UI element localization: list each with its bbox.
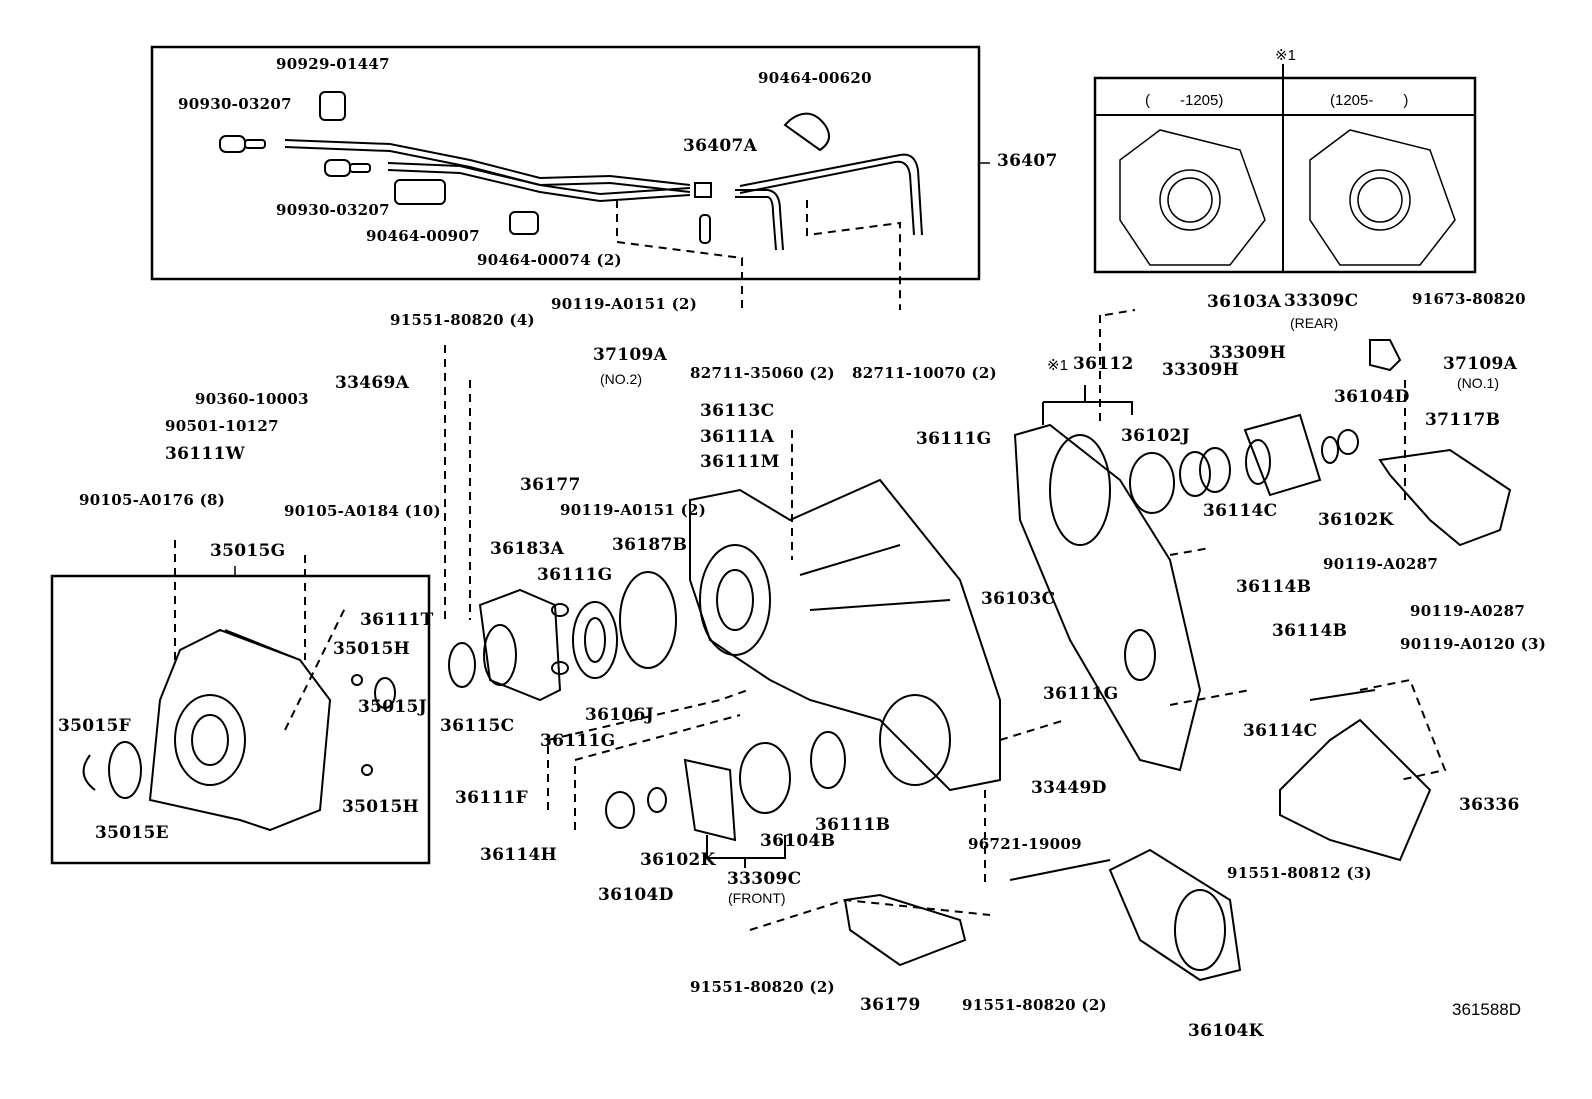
part-label[interactable]: 90119-A0151 (2) (551, 295, 698, 313)
part-label[interactable]: 36114C (1203, 501, 1278, 521)
front-output-parts (605, 731, 846, 868)
part-label[interactable]: 35015H (333, 639, 411, 659)
part-label[interactable]: 37109A (593, 345, 668, 365)
part-note: (REAR) (1290, 315, 1339, 331)
part-label[interactable]: 91551-80820 (2) (690, 978, 835, 996)
mounting-bracket (1279, 718, 1432, 862)
part-label[interactable]: 35015E (95, 823, 169, 843)
heat-shield (1378, 448, 1512, 547)
part-label[interactable]: 36104D (598, 885, 674, 905)
note-marker: ※1 (1047, 357, 1068, 374)
transfer-case-housing (689, 478, 1001, 792)
part-label[interactable]: 91551-80820 (4) (390, 311, 535, 329)
part-label[interactable]: 36102J (1121, 426, 1190, 446)
part-label[interactable]: 36113C (700, 401, 775, 421)
part-label[interactable]: 36111G (537, 565, 613, 585)
part-label[interactable]: 90464-00907 (366, 227, 480, 245)
part-label[interactable]: 35015F (58, 716, 132, 736)
part-note: (FRONT) (728, 890, 786, 906)
part-label[interactable]: 90501-10127 (165, 417, 279, 435)
front-cover-plate (1108, 848, 1242, 982)
oil-pump-cover (448, 571, 677, 702)
part-label[interactable]: 36177 (520, 475, 581, 495)
part-label[interactable]: 91551-80820 (2) (962, 996, 1107, 1014)
part-label[interactable]: 36111B (815, 815, 891, 835)
part-label[interactable]: 82711-10070 (2) (852, 364, 997, 382)
part-label[interactable]: 90105-A0184 (10) (284, 502, 441, 520)
part-label[interactable]: 36183A (490, 539, 565, 559)
part-label[interactable]: 37109A (1443, 354, 1518, 374)
part-label[interactable]: 36179 (860, 995, 921, 1015)
part-label[interactable]: 90360-10003 (195, 390, 309, 408)
part-label[interactable]: 36111F (455, 788, 529, 808)
note-marker: ※1 (1275, 47, 1296, 64)
rear-case (1013, 385, 1202, 772)
part-label[interactable]: 96721-19009 (968, 835, 1082, 853)
part-label[interactable]: 35015H (342, 797, 420, 817)
part-label[interactable]: 36103A (1207, 292, 1282, 312)
extension-housing-frame (50, 574, 431, 865)
hose-lines (284, 139, 923, 251)
part-label[interactable]: 90119-A0151 (2) (560, 501, 707, 519)
part-label[interactable]: 33309C (1284, 291, 1359, 311)
part-label[interactable]: 36111T (360, 610, 434, 630)
part-label[interactable]: 36112 (1073, 354, 1134, 374)
part-label[interactable]: 36114H (480, 845, 558, 865)
part-label[interactable]: 36111M (700, 452, 780, 472)
part-label[interactable]: 36111G (916, 429, 992, 449)
part-label[interactable]: 36115C (440, 716, 515, 736)
part-label[interactable]: 36114B (1236, 577, 1312, 597)
part-label[interactable]: 90119-A0287 (1323, 555, 1439, 573)
part-label[interactable]: 37117B (1425, 410, 1501, 430)
part-label[interactable]: 36111G (540, 731, 616, 751)
part-label[interactable]: 36111G (1043, 684, 1119, 704)
part-label[interactable]: 91551-80812 (3) (1227, 864, 1372, 882)
extension-housing (82, 628, 396, 832)
part-note: (NO.2) (600, 371, 642, 387)
part-label[interactable]: 36407A (683, 136, 758, 156)
part-label[interactable]: 90930-03207 (276, 201, 390, 219)
part-label[interactable]: 36102K (640, 850, 716, 870)
variant-table (1093, 64, 1477, 274)
part-label[interactable]: 90105-A0176 (8) (79, 491, 226, 509)
part-label[interactable]: 36114C (1243, 721, 1318, 741)
part-label[interactable]: 90119-A0120 (3) (1400, 635, 1547, 653)
variant-column-header: ( -1205) (1145, 92, 1224, 109)
part-label[interactable]: 33449D (1031, 778, 1107, 798)
part-label[interactable]: 36103C (981, 589, 1056, 609)
part-label[interactable]: 36102K (1318, 510, 1394, 530)
skid-plate (843, 893, 967, 967)
part-label[interactable]: 36104K (1188, 1021, 1264, 1041)
part-label[interactable]: 33309C (727, 869, 802, 889)
part-label[interactable]: 90929-01447 (276, 55, 390, 73)
part-label[interactable]: 33309H (1162, 360, 1240, 380)
illustration-code: 361588D (1452, 1000, 1522, 1019)
part-label[interactable]: 90464-00620 (758, 69, 872, 87)
variant-column-header: (1205- ) (1330, 92, 1409, 109)
part-label[interactable]: 90464-00074 (2) (477, 251, 622, 269)
part-label[interactable]: 36106J (585, 705, 654, 725)
part-note: (NO.1) (1457, 375, 1499, 391)
part-label[interactable]: 36104B (760, 831, 836, 851)
part-label[interactable]: 36187B (612, 535, 688, 555)
part-label[interactable]: 36336 (1459, 795, 1520, 815)
rear-output-parts (1129, 413, 1359, 514)
part-label[interactable]: 90119-A0287 (1410, 602, 1526, 620)
hose-fittings (219, 91, 830, 235)
part-label[interactable]: 36111W (165, 444, 246, 464)
assembly-label[interactable]: 35015G (210, 541, 286, 561)
assembly-label[interactable]: 36407 (997, 151, 1058, 171)
part-label[interactable]: 35015J (358, 697, 427, 717)
part-label[interactable]: 91673-80820 (1412, 290, 1526, 308)
part-label[interactable]: 33469A (335, 373, 410, 393)
part-label[interactable]: 90930-03207 (178, 95, 292, 113)
part-label[interactable]: 33309H (1209, 343, 1287, 363)
part-label[interactable]: 36111A (700, 427, 775, 447)
part-label[interactable]: 82711-35060 (2) (690, 364, 835, 382)
part-label[interactable]: 36114B (1272, 621, 1348, 641)
part-label[interactable]: 36104D (1334, 387, 1410, 407)
